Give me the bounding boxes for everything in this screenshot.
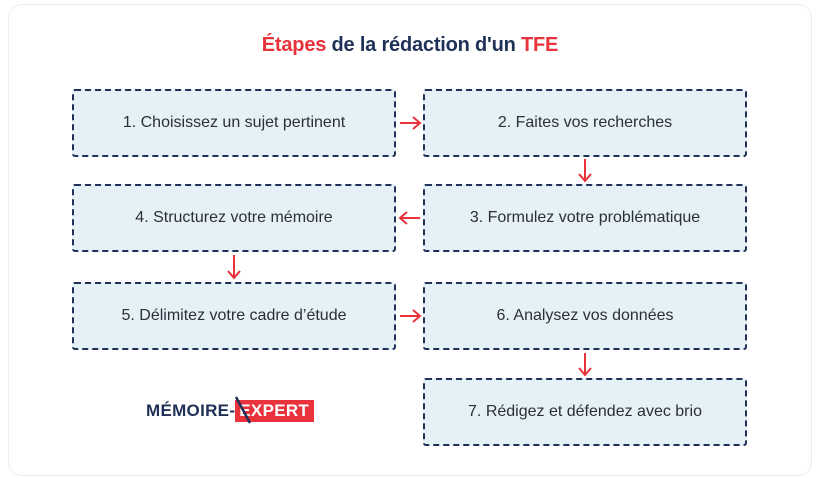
arrow-down-6-to-7	[578, 353, 592, 377]
logo-text-memoire: MÉMOIRE	[146, 401, 230, 420]
arrow-down-2-to-3	[578, 159, 592, 183]
step-3-box: 3. Formulez votre problématique	[423, 184, 747, 252]
step-7-box: 7. Rédigez et défendez avec brio	[423, 378, 747, 446]
arrow-left-3-to-4	[398, 211, 420, 225]
step-1-box: 1. Choisissez un sujet pertinent	[72, 89, 396, 157]
memoire-expert-logo: MÉMOIRE-EXPERT	[146, 396, 315, 424]
logo-dash: -	[229, 401, 236, 420]
logo-expert-badge: EXPERT	[235, 396, 315, 424]
logo-text-expert: EXPERT	[239, 401, 310, 420]
step-4-box: 4. Structurez votre mémoire	[72, 184, 396, 252]
arrow-right-1-to-2	[400, 116, 422, 130]
step-6-box: 6. Analysez vos données	[423, 282, 747, 350]
title-middle: de la rédaction d'un	[326, 34, 522, 56]
title-highlight-etapes: Étapes	[261, 34, 327, 56]
arrow-down-4-to-5	[227, 255, 241, 280]
title-highlight-tfe: TFE	[521, 34, 559, 56]
arrow-right-5-to-6	[400, 309, 422, 323]
step-5-box: 5. Délimitez votre cadre d’étude	[72, 282, 396, 350]
step-2-box: 2. Faites vos recherches	[423, 89, 747, 157]
diagram-title: Étapes de la rédaction d'un TFE	[0, 34, 820, 57]
logo-x-mark-icon	[235, 396, 252, 424]
